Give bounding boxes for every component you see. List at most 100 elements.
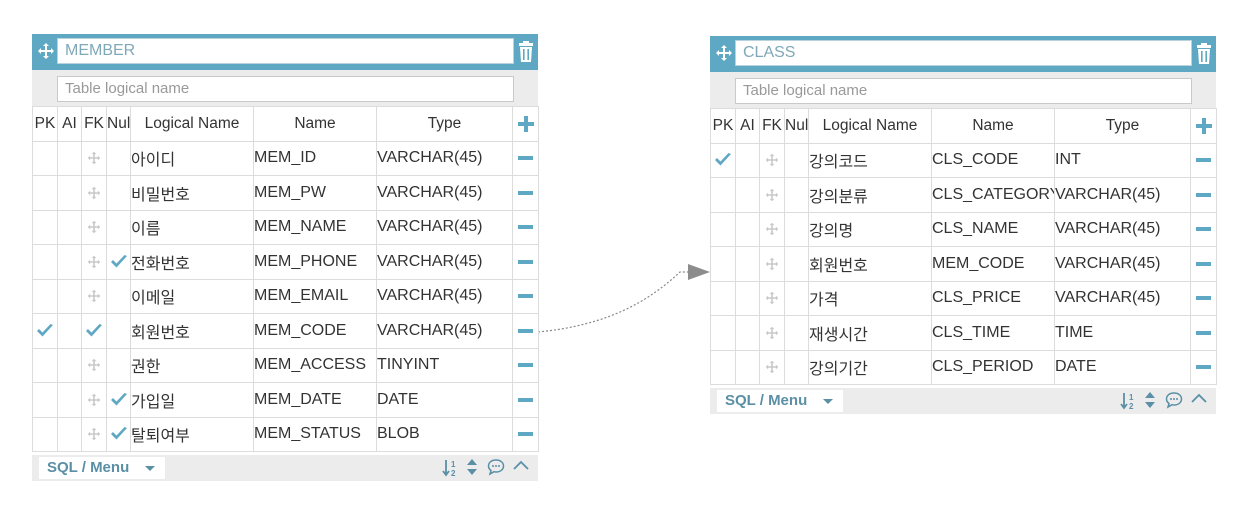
ai-cell[interactable]	[57, 175, 82, 211]
table-member[interactable]: MEMBER Table logical name PK AI FK Null …	[32, 34, 539, 482]
null-cell[interactable]	[106, 278, 131, 314]
minus-icon[interactable]	[1196, 364, 1211, 370]
null-cell[interactable]	[784, 211, 809, 247]
remove-column-button[interactable]	[512, 175, 539, 211]
column-name-cell[interactable]: MEM_ID	[253, 140, 377, 176]
minus-icon[interactable]	[1196, 295, 1211, 301]
fk-cell[interactable]	[759, 280, 785, 316]
fk-cell[interactable]	[81, 347, 107, 383]
minus-icon[interactable]	[1196, 261, 1211, 267]
column-name-cell[interactable]: CLS_PRICE	[931, 280, 1055, 316]
ai-cell[interactable]	[735, 142, 760, 178]
ai-cell[interactable]	[735, 280, 760, 316]
logical-name-cell[interactable]: 아이디	[130, 140, 254, 176]
trash-icon[interactable]	[516, 41, 536, 63]
pk-cell[interactable]	[710, 142, 736, 178]
fk-cell[interactable]	[81, 209, 107, 245]
fk-cell[interactable]	[81, 244, 107, 280]
type-cell[interactable]: INT	[1054, 142, 1191, 178]
pk-cell[interactable]	[32, 175, 58, 211]
fk-drag-icon[interactable]	[765, 360, 779, 374]
updown-icon[interactable]	[1144, 391, 1156, 409]
fk-cell[interactable]	[81, 313, 107, 349]
ai-cell[interactable]	[735, 246, 760, 282]
null-cell[interactable]	[106, 416, 131, 452]
type-cell[interactable]: BLOB	[376, 416, 513, 452]
fk-drag-icon[interactable]	[765, 188, 779, 202]
remove-column-button[interactable]	[1190, 349, 1217, 385]
add-column-button[interactable]	[512, 106, 539, 142]
remove-column-button[interactable]	[512, 382, 539, 418]
logical-name-cell[interactable]: 강의분류	[808, 177, 932, 213]
pk-cell[interactable]	[32, 347, 58, 383]
column-name-cell[interactable]: MEM_PHONE	[253, 244, 377, 280]
sort-icon[interactable]: 1 2	[442, 458, 460, 478]
logical-name-cell[interactable]: 회원번호	[808, 246, 932, 282]
minus-icon[interactable]	[518, 224, 533, 230]
logical-name-cell[interactable]: 이름	[130, 209, 254, 245]
minus-icon[interactable]	[518, 190, 533, 196]
column-name-cell[interactable]: CLS_TIME	[931, 315, 1055, 351]
column-name-cell[interactable]: MEM_STATUS	[253, 416, 377, 452]
remove-column-button[interactable]	[512, 313, 539, 349]
column-name-cell[interactable]: CLS_CATEGORY	[931, 177, 1055, 213]
fk-cell[interactable]	[81, 175, 107, 211]
type-cell[interactable]: TINYINT	[376, 347, 513, 383]
minus-icon[interactable]	[518, 155, 533, 161]
check-icon[interactable]	[36, 323, 54, 339]
fk-cell[interactable]	[759, 349, 785, 385]
null-cell[interactable]	[784, 142, 809, 178]
column-name-cell[interactable]: MEM_PW	[253, 175, 377, 211]
add-column-button[interactable]	[1190, 108, 1217, 144]
fk-drag-icon[interactable]	[87, 186, 101, 200]
null-cell[interactable]	[784, 177, 809, 213]
ai-cell[interactable]	[57, 416, 82, 452]
check-icon[interactable]	[110, 254, 128, 270]
null-cell[interactable]	[106, 347, 131, 383]
fk-cell[interactable]	[759, 246, 785, 282]
type-cell[interactable]: VARCHAR(45)	[376, 278, 513, 314]
null-cell[interactable]	[784, 349, 809, 385]
minus-icon[interactable]	[518, 328, 533, 334]
pk-cell[interactable]	[710, 315, 736, 351]
fk-drag-icon[interactable]	[87, 393, 101, 407]
column-name-cell[interactable]: MEM_ACCESS	[253, 347, 377, 383]
chevron-up-icon[interactable]	[512, 458, 530, 472]
logical-name-cell[interactable]: 가격	[808, 280, 932, 316]
minus-icon[interactable]	[518, 259, 533, 265]
column-name-cell[interactable]: MEM_CODE	[931, 246, 1055, 282]
fk-cell[interactable]	[759, 211, 785, 247]
remove-column-button[interactable]	[1190, 211, 1217, 247]
type-cell[interactable]: DATE	[376, 382, 513, 418]
remove-column-button[interactable]	[512, 347, 539, 383]
table-name-input[interactable]: MEMBER	[57, 38, 514, 64]
ai-cell[interactable]	[57, 313, 82, 349]
ai-cell[interactable]	[57, 278, 82, 314]
logical-name-cell[interactable]: 재생시간	[808, 315, 932, 351]
check-icon[interactable]	[110, 392, 128, 408]
fk-drag-icon[interactable]	[87, 427, 101, 441]
fk-cell[interactable]	[759, 315, 785, 351]
table-logical-name-input[interactable]: Table logical name	[57, 76, 514, 102]
check-icon[interactable]	[110, 426, 128, 442]
logical-name-cell[interactable]: 권한	[130, 347, 254, 383]
plus-icon[interactable]	[1195, 117, 1212, 134]
null-cell[interactable]	[784, 280, 809, 316]
comment-icon[interactable]	[1165, 391, 1183, 409]
remove-column-button[interactable]	[1190, 246, 1217, 282]
minus-icon[interactable]	[518, 431, 533, 437]
minus-icon[interactable]	[518, 293, 533, 299]
type-cell[interactable]: VARCHAR(45)	[376, 140, 513, 176]
null-cell[interactable]	[106, 313, 131, 349]
pk-cell[interactable]	[710, 349, 736, 385]
minus-icon[interactable]	[1196, 226, 1211, 232]
remove-column-button[interactable]	[1190, 280, 1217, 316]
